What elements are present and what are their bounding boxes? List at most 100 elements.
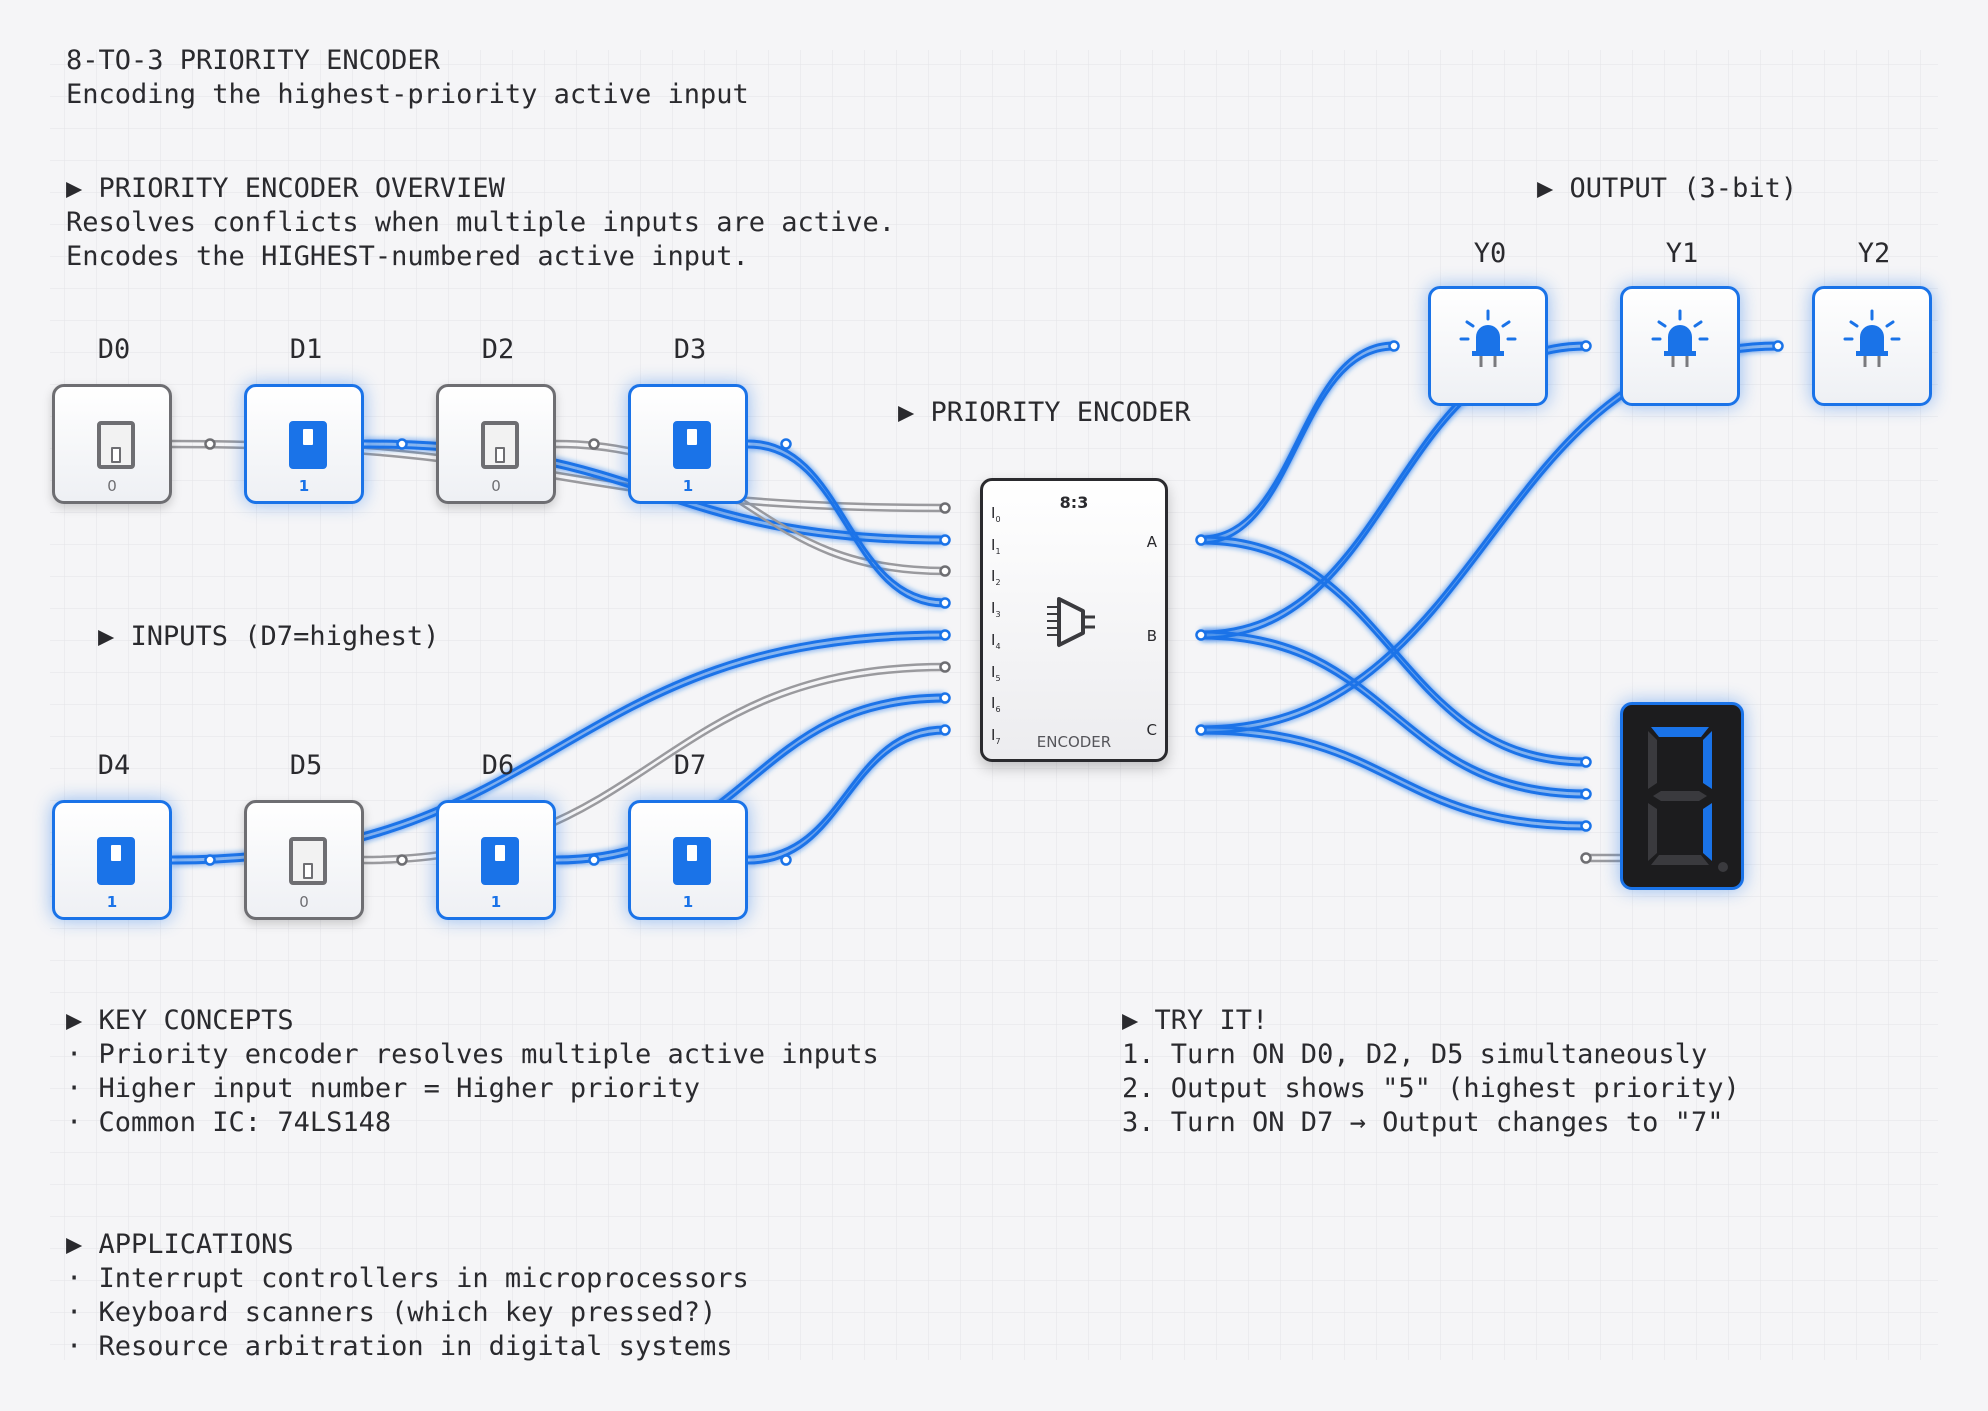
switch-output-port[interactable] [780,438,792,450]
switch-d5[interactable]: 0 [244,800,364,920]
page-title: 8-TO-3 PRIORITY ENCODER [66,45,440,76]
encoder-input-port[interactable] [939,692,951,704]
encoder-name-label: ENCODER [1036,733,1112,751]
try-it-heading: ▶ TRY IT! [1122,1005,1269,1036]
encoder-pin-i6: I6 [991,694,1001,714]
switch-output-port[interactable] [780,854,792,866]
applications-item: · Keyboard scanners (which key pressed?) [66,1297,717,1328]
switch-d0[interactable]: 0 [52,384,172,504]
overview-line-1: Resolves conflicts when multiple inputs … [66,207,896,238]
try-it-step: 1. Turn ON D0, D2, D5 simultaneously [1122,1039,1708,1070]
toggle-switch-icon [289,421,327,469]
switch-d2[interactable]: 0 [436,384,556,504]
segment-c [1703,803,1712,861]
key-concepts-item: · Higher input number = Higher priority [66,1073,700,1104]
led-y2 [1812,286,1932,406]
switch-value: 1 [106,893,118,911]
switch-d4[interactable]: 1 [52,800,172,920]
switch-value: 1 [682,477,694,495]
encoder-pin-a: A [1146,533,1157,551]
switch-output-port[interactable] [396,854,408,866]
output-label-y0: Y0 [1473,238,1507,269]
encoder-pin-i2: I2 [991,567,1001,587]
switch-label-d3: D3 [673,334,707,365]
encoder-output-port[interactable] [1195,534,1207,546]
switch-d6[interactable]: 1 [436,800,556,920]
switch-label-d4: D4 [97,750,131,781]
led-input-port[interactable] [1772,340,1784,352]
encoder-input-port[interactable] [939,597,951,609]
display-unused-wire [1586,853,1620,863]
switch-output-port[interactable] [204,438,216,450]
display-input-port[interactable] [1580,756,1592,768]
switch-value: 1 [298,477,310,495]
input-wire-d6 [555,693,946,865]
toggle-switch-icon [481,421,519,469]
switch-d1[interactable]: 1 [244,384,364,504]
encoder-type-label: 8:3 [1059,493,1089,512]
switch-label-d5: D5 [289,750,323,781]
led-input-port[interactable] [1580,340,1592,352]
encoder-pin-i5: I5 [991,663,1001,683]
led-bulb-icon [1651,309,1709,367]
key-concepts-item: · Common IC: 74LS148 [66,1107,392,1138]
switch-output-port[interactable] [588,438,600,450]
switch-output-port[interactable] [204,854,216,866]
encoder-input-port[interactable] [939,502,951,514]
encoder-heading: ▶ PRIORITY ENCODER [898,397,1191,428]
display-input-port[interactable] [1580,852,1592,864]
toggle-switch-icon [481,837,519,885]
switch-value: 1 [490,893,502,911]
led-y0 [1428,286,1548,406]
encoder-pin-i0: I0 [991,504,1001,524]
seven-segment-digit [1648,727,1728,872]
priority-encoder-chip[interactable]: 8:3 ENCODER I0 I1 I2 I3 I4 I5 I6 I7 A B … [980,478,1168,762]
switch-value: 0 [491,477,501,495]
encoder-pin-i7: I7 [991,726,1001,746]
display-input-port[interactable] [1580,820,1592,832]
switch-label-d0: D0 [97,334,131,365]
segment-f [1648,731,1657,789]
encoder-pin-i4: I4 [991,631,1001,651]
input-wire-d2 [555,439,946,576]
encoder-input-port[interactable] [939,534,951,546]
display-input-port[interactable] [1580,788,1592,800]
encoder-pin-i1: I1 [991,536,1001,556]
switch-value: 0 [107,477,117,495]
led-y1 [1620,286,1740,406]
encoder-input-port[interactable] [939,629,951,641]
try-it-step: 2. Output shows "5" (highest priority) [1122,1073,1740,1104]
inputs-heading: ▶ INPUTS (D7=highest) [98,621,440,652]
applications-item: · Resource arbitration in digital system… [66,1331,733,1362]
switch-d7[interactable]: 1 [628,800,748,920]
input-wire-d7 [747,725,946,865]
toggle-switch-icon [97,421,135,469]
key-concepts-item: · Priority encoder resolves multiple act… [66,1039,879,1070]
encoder-input-port[interactable] [939,565,951,577]
encoder-output-port[interactable] [1195,629,1207,641]
switch-label-d7: D7 [673,750,707,781]
encoder-input-port[interactable] [939,661,951,673]
encoder-input-port[interactable] [939,724,951,736]
switch-output-port[interactable] [588,854,600,866]
switch-label-d6: D6 [481,750,515,781]
switch-d3[interactable]: 1 [628,384,748,504]
switch-output-port[interactable] [396,438,408,450]
output-heading: ▶ OUTPUT (3-bit) [1537,173,1798,204]
toggle-switch-icon [97,837,135,885]
applications-heading: ▶ APPLICATIONS [66,1229,294,1260]
page-subtitle: Encoding the highest-priority active inp… [66,79,749,110]
encoder-gate-icon [1047,597,1095,647]
applications-item: · Interrupt controllers in microprocesso… [66,1263,749,1294]
led-input-port[interactable] [1388,340,1400,352]
toggle-switch-icon [673,837,711,885]
segment-g [1653,791,1707,801]
overview-line-2: Encodes the HIGHEST-numbered active inpu… [66,241,749,272]
seven-segment-display [1620,702,1744,890]
output-label-y1: Y1 [1665,238,1699,269]
encoder-output-port[interactable] [1195,724,1207,736]
switch-label-d1: D1 [289,334,323,365]
segment-a [1651,727,1709,737]
switch-label-d2: D2 [481,334,515,365]
